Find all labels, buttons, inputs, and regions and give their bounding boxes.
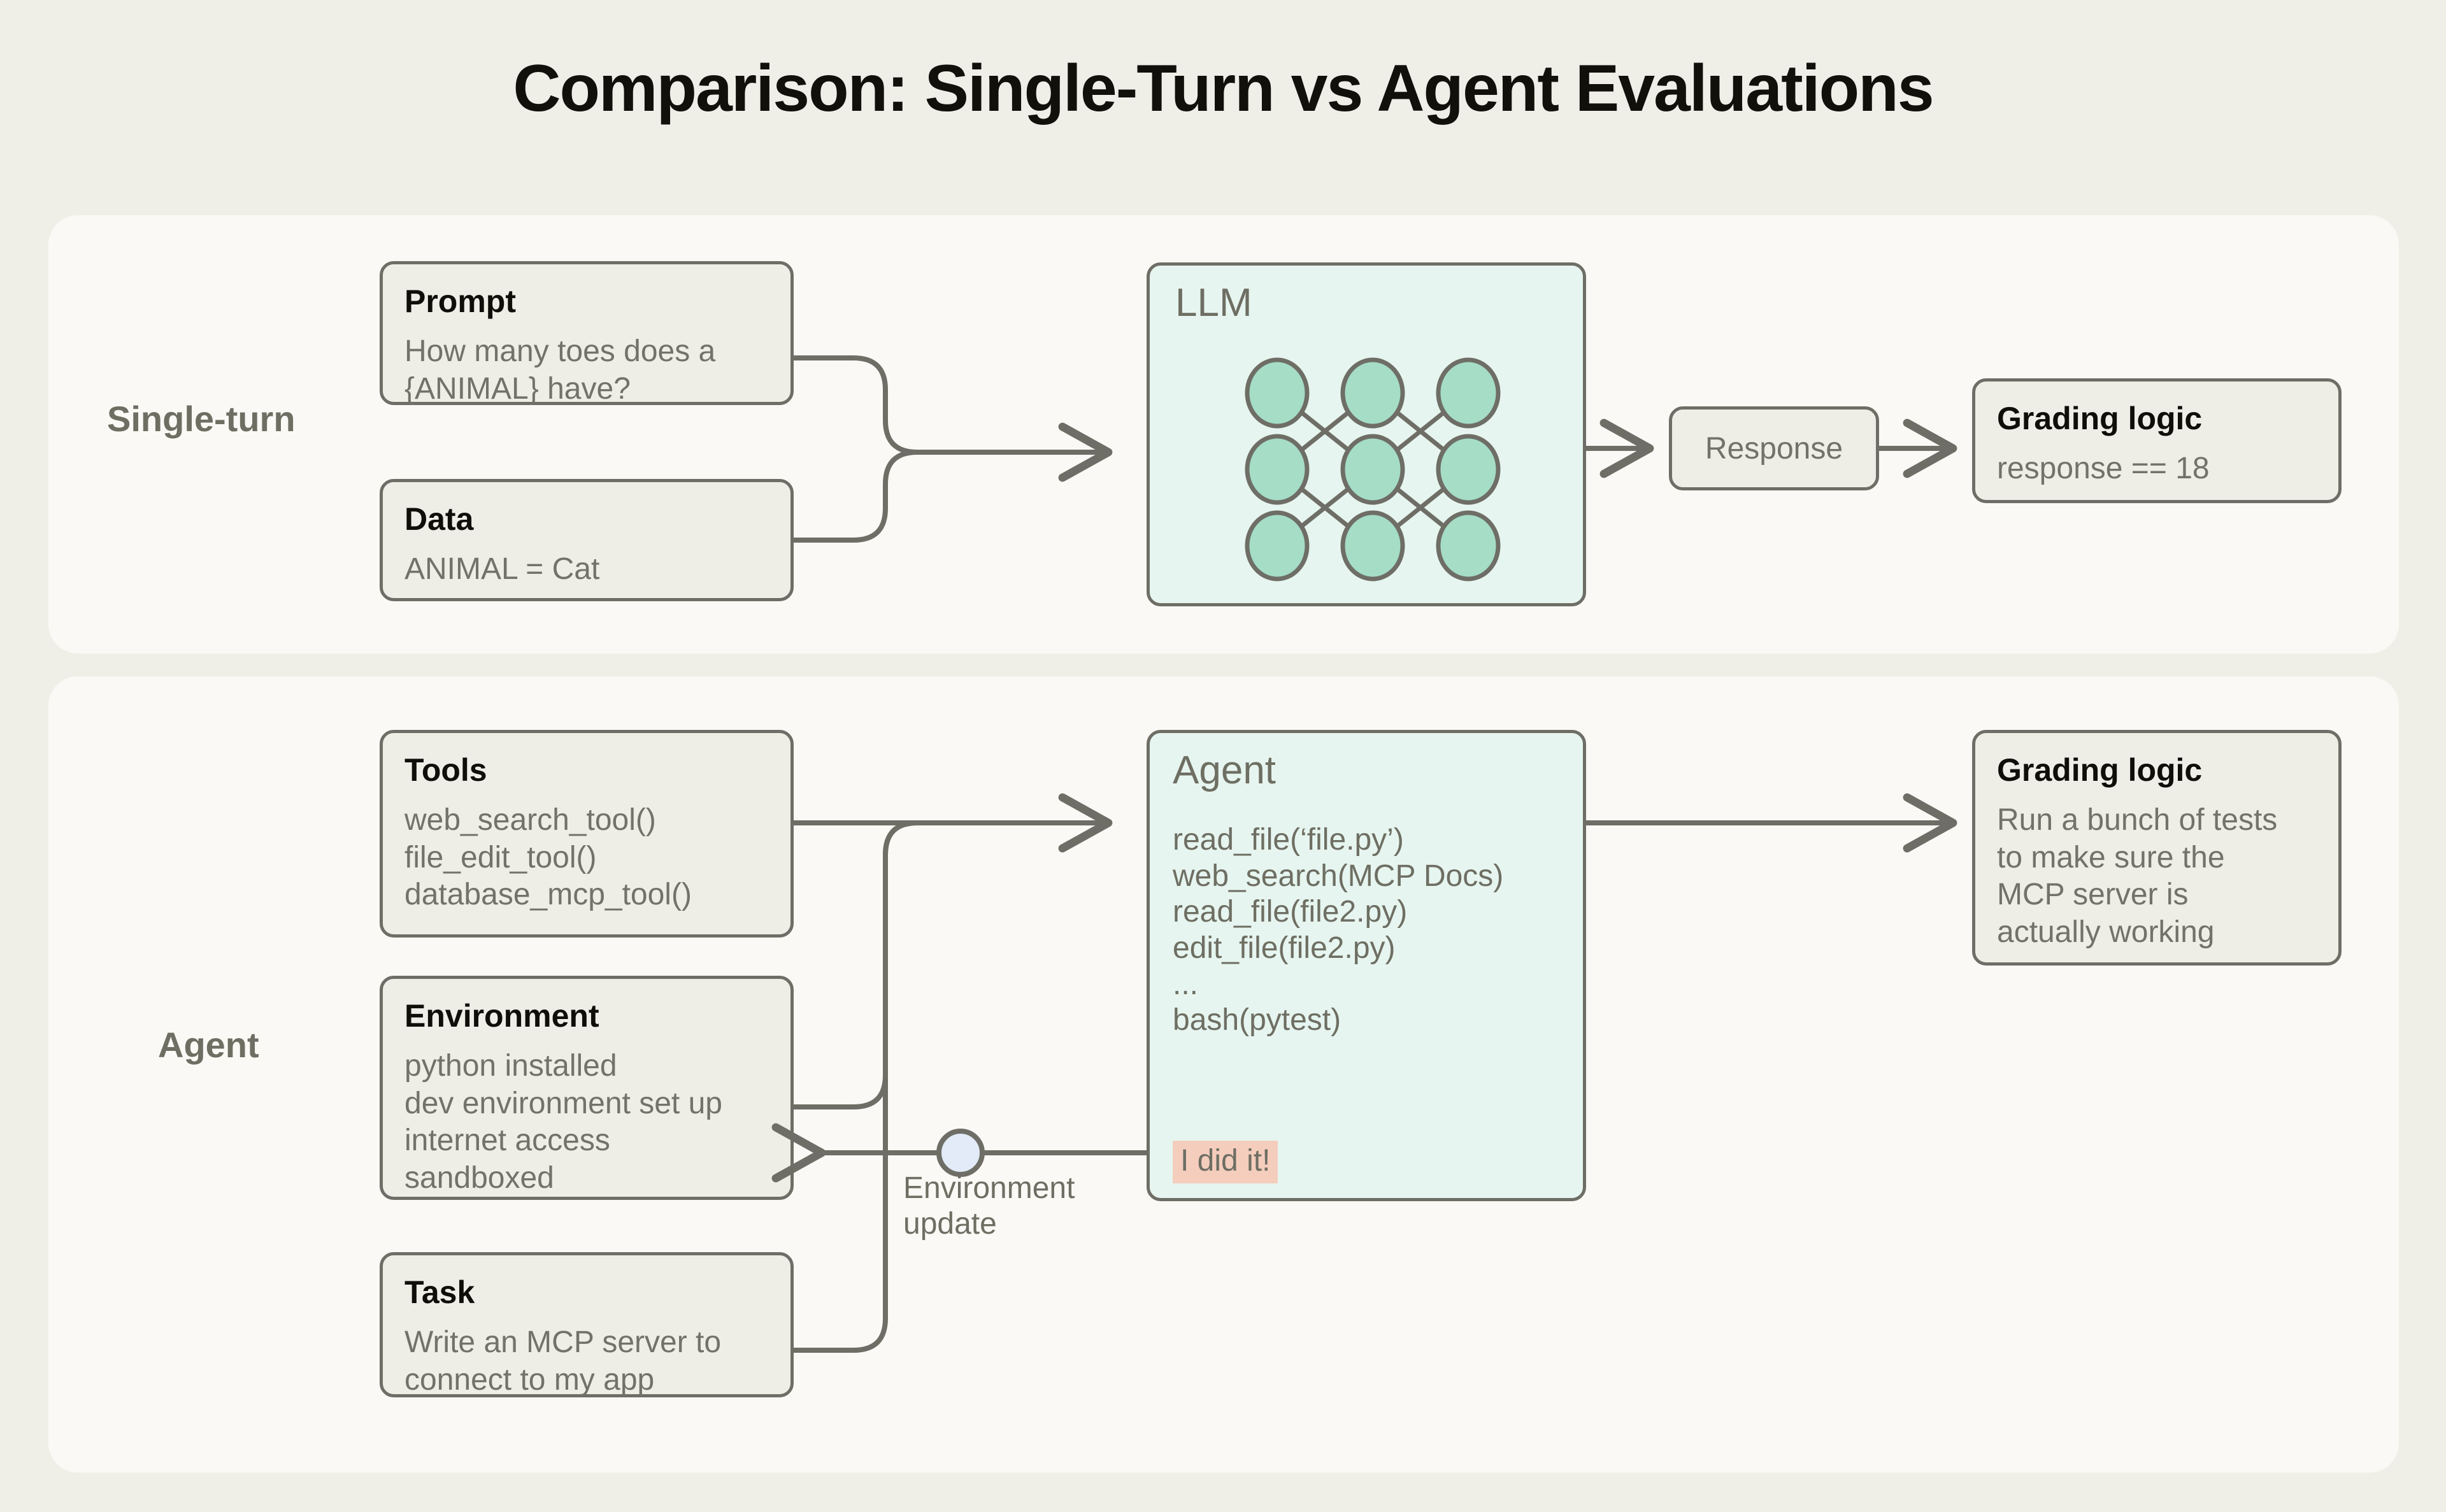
agent-call-line: read_file(file2.py) <box>1173 895 1408 929</box>
task-line: connect to my app <box>404 1362 655 1397</box>
task-card[interactable]: Task Write an MCP server to connect to m… <box>380 1252 794 1397</box>
row-label-agent: Agent <box>158 1025 259 1065</box>
agent-call-ellipsis: ... <box>1173 967 1199 1001</box>
environment-card-body: python installed dev environment set up … <box>404 1048 769 1197</box>
environment-card[interactable]: Environment python installed dev environ… <box>380 976 794 1200</box>
tools-card[interactable]: Tools web_search_tool() file_edit_tool()… <box>380 730 794 938</box>
page-title: Comparison: Single-Turn vs Agent Evaluat… <box>513 52 1934 125</box>
grading-line: MCP server is <box>1997 878 2189 912</box>
environment-line: sandboxed <box>404 1160 554 1195</box>
grading-line: response == 18 <box>1997 452 2210 485</box>
prompt-line: How many toes does a <box>404 334 716 368</box>
grading-logic-body: Run a bunch of tests to make sure the MC… <box>1997 802 2317 951</box>
data-card[interactable]: Data ANIMAL = Cat <box>380 479 794 601</box>
prompt-card-title: Prompt <box>404 283 516 319</box>
tools-card-title: Tools <box>404 752 487 788</box>
environment-line: internet access <box>404 1123 610 1158</box>
task-card-body: Write an MCP server to connect to my app <box>404 1324 769 1399</box>
grading-line: actually working <box>1997 915 2215 949</box>
agent-card-title: Agent <box>1173 748 1277 792</box>
response-card[interactable]: Response <box>1669 406 1879 490</box>
tool-line: web_search_tool() <box>404 803 656 837</box>
grading-logic-body: response == 18 <box>1997 450 2317 488</box>
task-line: Write an MCP server to <box>404 1325 722 1359</box>
environment-card-title: Environment <box>404 998 599 1034</box>
agent-done-badge: I did it! <box>1173 1141 1278 1183</box>
prompt-line: {ANIMAL} have? <box>404 371 631 406</box>
data-card-title: Data <box>404 501 474 537</box>
llm-card-title: LLM <box>1175 281 1252 325</box>
prompt-card-body: How many toes does a {ANIMAL} have? <box>404 333 769 408</box>
task-card-title: Task <box>404 1274 475 1310</box>
data-card-body: ANIMAL = Cat <box>404 551 769 588</box>
grading-line: Run a bunch of tests <box>1997 803 2278 837</box>
agent-call-line: read_file(‘file.py’) <box>1173 823 1404 857</box>
environment-line: python installed <box>404 1049 617 1083</box>
agent-call-line: web_search(MCP Docs) <box>1173 859 1504 893</box>
agent-call-line: edit_file(file2.py) <box>1173 931 1396 965</box>
tool-line: database_mcp_tool() <box>404 878 692 912</box>
grading-line: to make sure the <box>1997 840 2225 874</box>
tools-card-body: web_search_tool() file_edit_tool() datab… <box>404 802 769 914</box>
response-card-label: Response <box>1705 431 1843 466</box>
agent-call-line: bash(pytest) <box>1173 1003 1341 1038</box>
environment-update-label: Environment update <box>903 1171 1113 1241</box>
agent-tool-call-list: read_file(‘file.py’) web_search(MCP Docs… <box>1173 822 1503 1039</box>
grading-logic-card-single-turn[interactable]: Grading logic response == 18 <box>1972 378 2342 503</box>
environment-update-line: update <box>903 1206 997 1241</box>
grading-logic-title: Grading logic <box>1997 752 2203 788</box>
tool-line: file_edit_tool() <box>404 840 597 874</box>
grading-logic-card-agent[interactable]: Grading logic Run a bunch of tests to ma… <box>1972 730 2342 966</box>
prompt-card[interactable]: Prompt How many toes does a {ANIMAL} hav… <box>380 261 794 408</box>
row-label-single-turn: Single-turn <box>107 399 296 439</box>
environment-line: dev environment set up <box>404 1086 722 1120</box>
environment-update-line: Environment <box>903 1171 1075 1205</box>
llm-card[interactable]: LLM <box>1147 262 1586 606</box>
grading-logic-title: Grading logic <box>1997 401 2203 436</box>
neural-network-icon <box>1245 357 1501 581</box>
data-line: ANIMAL = Cat <box>404 552 600 586</box>
agent-card[interactable]: Agent read_file(‘file.py’) web_search(MC… <box>1147 730 1586 1201</box>
